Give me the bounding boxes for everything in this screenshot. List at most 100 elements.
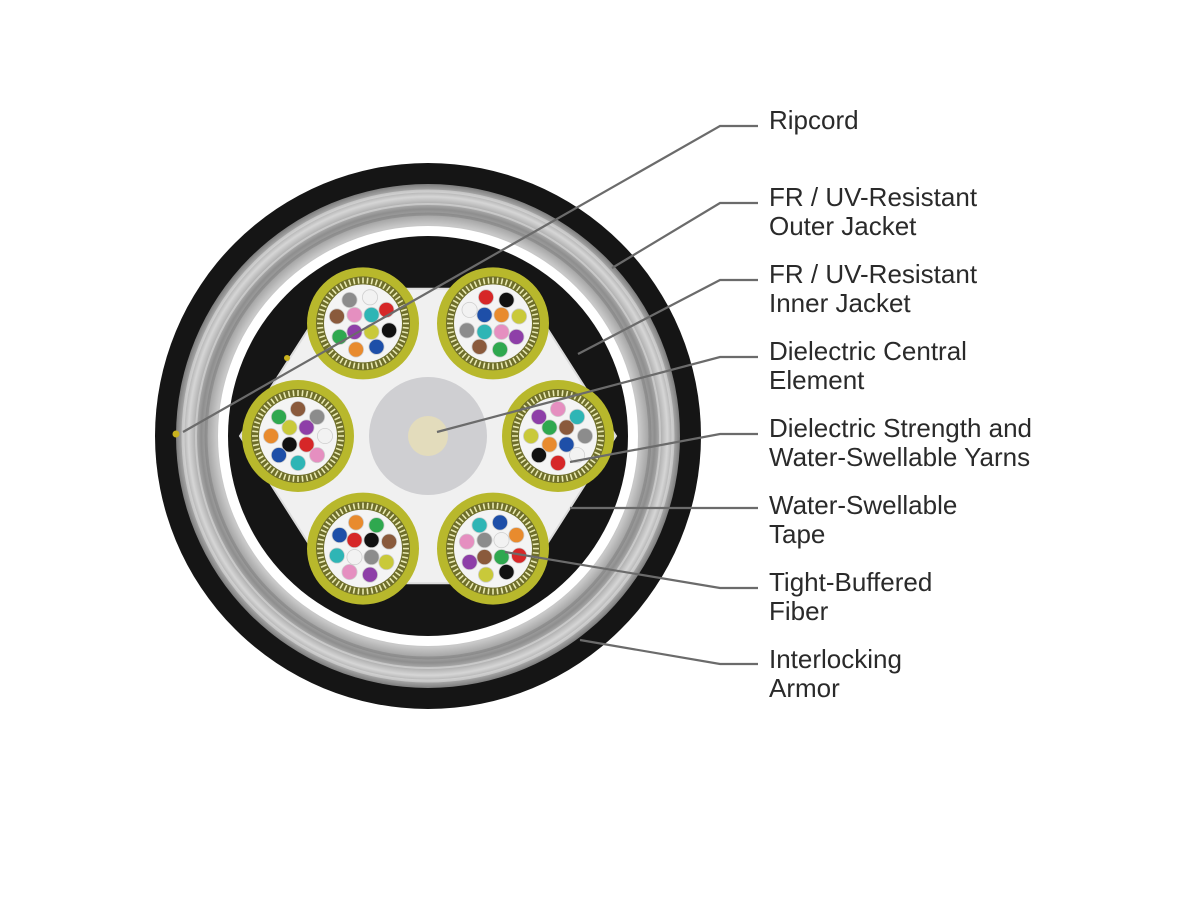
tight-buffered-fiber: [461, 301, 478, 318]
tight-buffered-fiber: [476, 306, 493, 323]
tight-buffered-fiber: [316, 427, 333, 444]
tight-buffered-fiber: [328, 547, 345, 564]
tight-buffered-fiber: [558, 436, 575, 453]
tight-buffered-fiber: [309, 447, 326, 464]
label-strength-yarns-line-1: Dielectric Strength and: [769, 413, 1033, 443]
ripcord: [284, 355, 290, 361]
tight-buffered-fiber: [347, 341, 364, 358]
leader-line-inner-jacket: [577, 278, 758, 355]
label-inner-jacket-line-1: FR / UV-Resistant: [769, 259, 978, 289]
leader-line-strength-yarns: [569, 432, 758, 464]
tight-buffered-fiber: [508, 527, 525, 544]
tight-buffered-fiber: [458, 533, 475, 550]
tight-buffered-fiber: [361, 566, 378, 583]
yarn-hatching: [447, 277, 539, 370]
label-tight-buffered-fiber-line-1: Tight-Buffered: [769, 567, 933, 597]
tight-buffered-fiber: [363, 549, 380, 566]
tight-buffered-fiber: [298, 419, 315, 436]
leader-line-tight-buffered-fiber: [504, 550, 758, 590]
tight-buffered-fiber: [341, 291, 358, 308]
buffer-unit: [307, 267, 419, 380]
tight-buffered-fiber: [476, 532, 493, 549]
tight-buffered-fiber: [458, 322, 475, 339]
leader-line-interlocking-armor: [579, 638, 758, 666]
tight-buffered-fiber: [289, 400, 306, 417]
tight-buffered-fiber: [477, 289, 494, 306]
tight-buffered-fiber: [270, 408, 287, 425]
tight-buffered-fiber: [493, 532, 510, 549]
tight-buffered-fiber: [498, 291, 515, 308]
label-swellable-tape: Water-Swellable Tape: [769, 491, 957, 549]
tight-buffered-fiber: [498, 564, 515, 581]
label-central-element: Dielectric Central Element: [769, 337, 967, 395]
tight-buffered-fiber: [309, 408, 326, 425]
tight-buffered-fiber: [541, 419, 558, 436]
label-interlocking-armor-line-1: Interlocking: [769, 644, 902, 674]
leader-lines: [182, 124, 758, 666]
tight-buffered-fiber: [381, 322, 398, 339]
tight-buffered-fiber: [281, 436, 298, 453]
tight-buffered-fiber: [281, 419, 298, 436]
tight-buffered-fiber: [493, 306, 510, 323]
leader-line-outer-jacket: [611, 201, 758, 269]
label-tight-buffered-fiber: Tight-Buffered Fiber: [769, 568, 932, 626]
tight-buffered-fiber: [341, 564, 358, 581]
tight-buffered-fiber: [368, 338, 385, 355]
tight-buffered-fiber: [298, 436, 315, 453]
tight-buffered-fiber: [477, 566, 494, 583]
tight-buffered-fiber: [511, 308, 528, 325]
buffer-unit: [437, 492, 549, 605]
tight-buffered-fiber: [471, 517, 488, 534]
label-swellable-tape-line-2: Tape: [769, 519, 826, 549]
tight-buffered-fiber: [289, 454, 306, 471]
tight-buffered-fiber: [381, 533, 398, 550]
ripcord: [172, 430, 180, 438]
yarn-hatching: [512, 390, 604, 482]
tight-buffered-fiber: [346, 549, 363, 566]
leader-line-ripcord: [182, 124, 758, 433]
label-interlocking-armor: Interlocking Armor: [769, 645, 902, 703]
label-tight-buffered-fiber-line-2: Fiber: [769, 596, 829, 626]
tight-buffered-fiber: [363, 306, 380, 323]
tight-buffered-fiber: [270, 447, 287, 464]
label-inner-jacket: FR / UV-Resistant Inner Jacket: [769, 260, 977, 318]
buffer-unit: [242, 380, 354, 492]
tight-buffered-fiber: [508, 328, 525, 345]
yarn-hatching: [317, 502, 409, 595]
tight-buffered-fiber: [262, 427, 279, 444]
central-element-core: [408, 416, 448, 456]
yarn-hatching: [252, 390, 344, 482]
label-outer-jacket-line-1: FR / UV-Resistant: [769, 182, 978, 212]
tight-buffered-fiber: [569, 408, 586, 425]
tight-buffered-fiber: [523, 427, 540, 444]
cable-cross-section: [155, 163, 701, 709]
tight-buffered-fiber: [368, 517, 385, 534]
tight-buffered-fiber: [550, 454, 567, 471]
label-interlocking-armor-line-2: Armor: [769, 673, 840, 703]
leader-line-central-element: [436, 355, 758, 434]
label-central-element-line-2: Element: [769, 365, 865, 395]
buffer-unit: [502, 380, 614, 492]
tight-buffered-fiber: [491, 341, 508, 358]
label-strength-yarns-line-2: Water-Swellable Yarns: [769, 442, 1031, 472]
tight-buffered-fiber: [530, 447, 547, 464]
label-ripcord-line-1: Ripcord: [769, 105, 859, 135]
tight-buffered-fiber: [558, 419, 575, 436]
tight-buffered-fiber: [361, 289, 378, 306]
label-central-element-line-1: Dielectric Central: [769, 336, 967, 366]
label-outer-jacket: FR / UV-Resistant Outer Jacket: [769, 183, 977, 241]
tight-buffered-fiber: [471, 338, 488, 355]
label-swellable-tape-line-1: Water-Swellable: [769, 490, 958, 520]
armor-texture: [181, 189, 675, 683]
tight-buffered-fiber: [363, 532, 380, 549]
tight-buffered-fiber: [347, 514, 364, 531]
tight-buffered-fiber: [541, 436, 558, 453]
label-strength-yarns: Dielectric Strength and Water-Swellable …: [769, 414, 1032, 472]
label-inner-jacket-line-2: Inner Jacket: [769, 288, 911, 318]
yarn-hatching: [317, 277, 409, 370]
tight-buffered-fiber: [550, 400, 567, 417]
tight-buffered-fiber: [346, 306, 363, 323]
label-outer-jacket-line-2: Outer Jacket: [769, 211, 917, 241]
tight-buffered-fiber: [378, 554, 395, 571]
tight-buffered-fiber: [491, 514, 508, 531]
